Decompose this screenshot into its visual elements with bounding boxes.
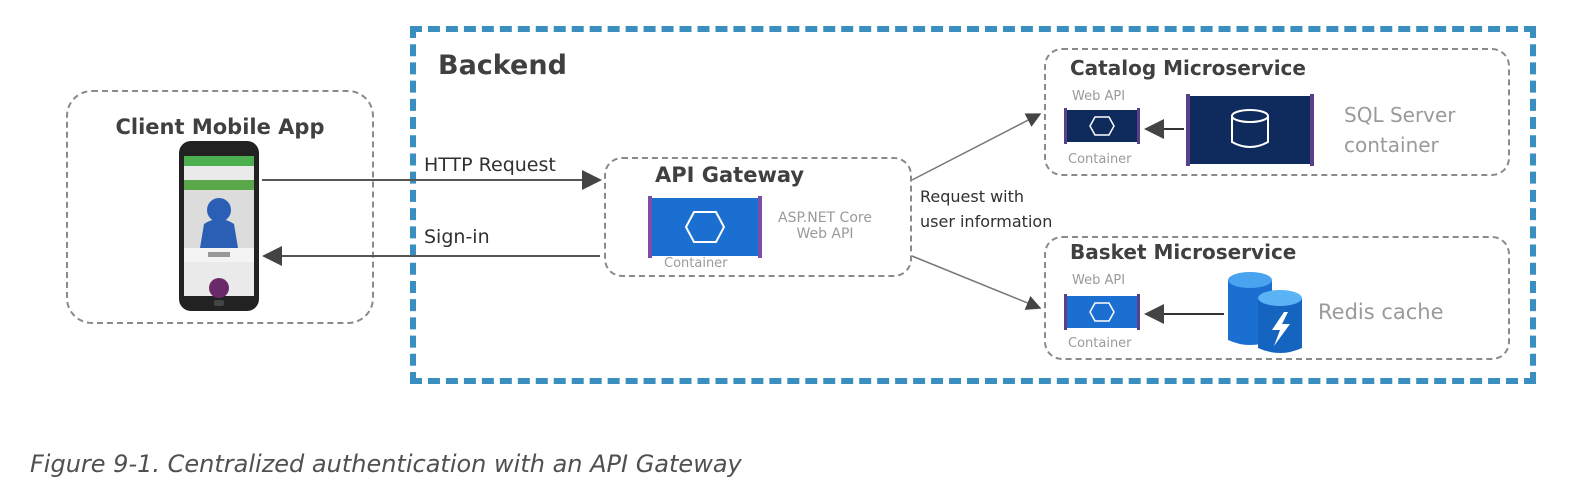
gateway-to-catalog-arrow — [911, 113, 1042, 181]
api-gateway-title: API Gateway — [655, 163, 805, 187]
catalog-microservice-box — [1044, 48, 1510, 176]
catalog-web-api-label: Web API — [1072, 89, 1126, 104]
basket-container-label: Container — [1068, 336, 1132, 351]
api-gateway-container-label: Container — [664, 256, 728, 271]
gateway-to-basket-arrow — [911, 255, 1042, 310]
api-gateway-tech-line1: ASP.NET Core — [778, 210, 872, 226]
redis-cache-label: Redis cache — [1318, 300, 1444, 324]
basket-web-api-icon — [1064, 294, 1140, 330]
sql-server-line2: container — [1344, 133, 1439, 157]
figure-caption: Figure 9-1. Centralized authentication w… — [30, 450, 742, 478]
catalog-title: Catalog Microservice — [1070, 56, 1306, 80]
request-with-user-info-line2: user information — [920, 212, 1053, 231]
api-gateway-box — [604, 157, 912, 277]
basket-microservice-box — [1044, 236, 1510, 360]
basket-web-api-label: Web API — [1072, 273, 1126, 288]
backend-boundary — [410, 26, 1536, 384]
sql-server-label: SQL Server container — [1344, 100, 1456, 160]
catalog-web-api-icon — [1064, 108, 1140, 144]
http-request-label: HTTP Request — [424, 154, 556, 176]
request-with-user-info-label: Request with user information — [920, 184, 1052, 234]
api-gateway-container-icon — [648, 196, 762, 258]
catalog-container-label: Container — [1068, 152, 1132, 167]
sql-server-line1: SQL Server — [1344, 103, 1456, 127]
request-with-user-info-line1: Request with — [920, 187, 1025, 206]
api-gateway-tech-line2: Web API — [796, 226, 854, 242]
backend-label: Backend — [438, 50, 567, 81]
sign-in-label: Sign-in — [424, 226, 490, 248]
client-mobile-app-box — [66, 90, 374, 324]
phone-icon — [178, 140, 260, 312]
basket-title: Basket Microservice — [1070, 240, 1297, 264]
client-title: Client Mobile App — [115, 115, 325, 139]
api-gateway-tech: ASP.NET Core Web API — [770, 210, 880, 242]
sql-server-container-icon — [1186, 94, 1314, 166]
redis-cache-icon — [1226, 270, 1308, 356]
